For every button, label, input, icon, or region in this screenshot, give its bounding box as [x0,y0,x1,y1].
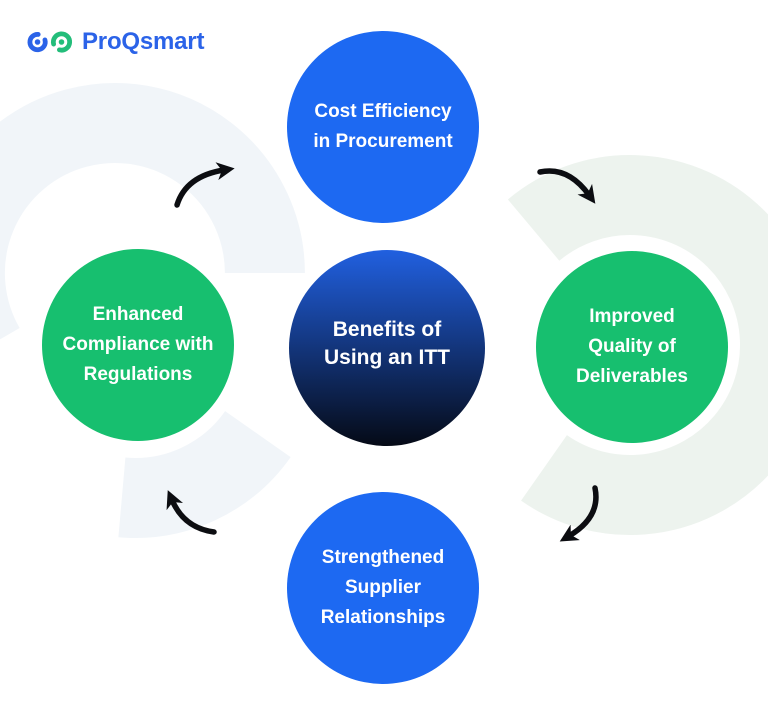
node-label-line: Quality of [588,336,676,357]
node-strengthened-supplier-relationships: Strengthened Supplier Relationships [287,492,479,684]
node-label-line: Regulations [83,364,193,385]
hub-label-line: Using an ITT [324,346,450,369]
node-label-line: Relationships [320,607,446,628]
proqsmart-logo-icon [27,31,73,53]
brand-logo: ProQsmart [27,27,204,57]
curved-arrow-bottom-to-left-icon [166,490,217,535]
node-label-line: Cost Efficiency [314,101,452,122]
node-enhanced-compliance: Enhanced Compliance with Regulations [42,249,234,441]
node-label-line: Supplier [344,577,421,598]
node-improved-quality: Improved Quality of Deliverables [536,251,728,443]
curved-arrow-right-to-bottom-icon [559,485,599,542]
hub-benefits-of-using-an-itt: Benefits of Using an ITT [289,250,485,446]
node-cost-efficiency: Cost Efficiency in Procurement [287,31,479,223]
decor-loop-left-icon [0,83,305,538]
node-label-line: Enhanced [92,304,184,325]
node-label-line: Strengthened [321,547,445,568]
node-label-line: Improved [589,306,675,327]
node-label-line: Deliverables [576,366,688,387]
hub-label-line: Benefits of [332,318,442,341]
decor-loop-right-icon [507,155,768,535]
curved-arrow-top-to-right-icon [537,168,596,204]
curved-arrow-left-to-top-icon [174,162,235,208]
node-label-line: in Procurement [313,131,453,152]
node-label-line: Compliance with [62,334,214,355]
brand-name: ProQsmart [82,28,205,55]
